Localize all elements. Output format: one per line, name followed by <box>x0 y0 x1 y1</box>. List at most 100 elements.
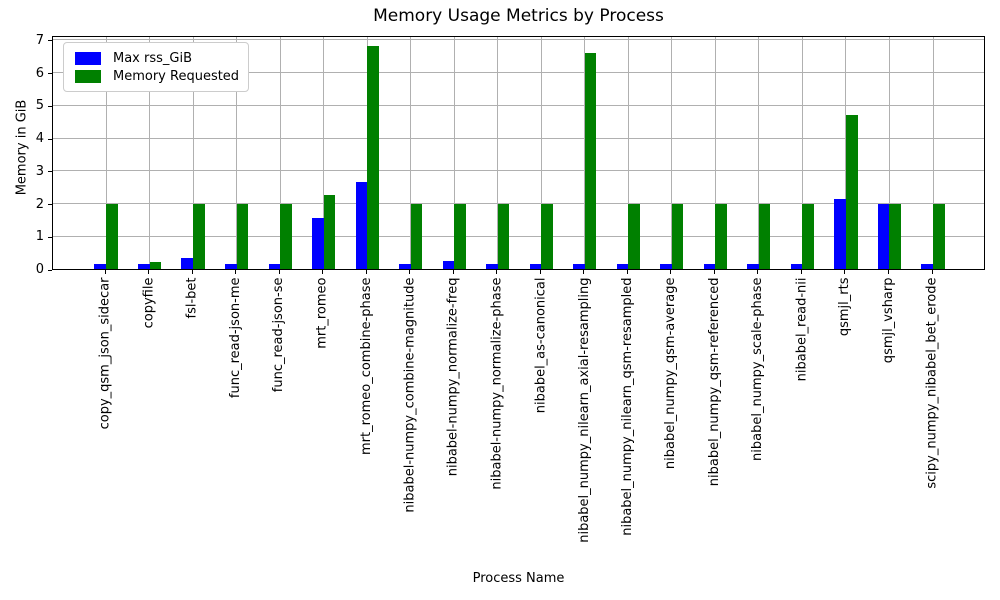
v-gridline <box>801 37 803 269</box>
bar-max-rss <box>616 264 629 269</box>
legend: Max rss_GiB Memory Requested <box>63 42 249 92</box>
x-tick <box>844 270 846 274</box>
x-tick-label: nibabel_read-nii <box>793 277 809 381</box>
y-tick-label: 3 <box>35 163 44 179</box>
y-tick-label: 1 <box>35 229 44 245</box>
bar-memory-requested <box>845 114 858 269</box>
legend-entry-max-rss: Max rss_GiB <box>75 50 237 66</box>
y-tick <box>48 204 52 206</box>
chart-title: Memory Usage Metrics by Process <box>373 6 664 26</box>
h-gridline <box>53 104 984 106</box>
bar-max-rss <box>877 203 890 269</box>
bar-max-rss <box>94 264 106 269</box>
x-tick-label: nibabel-numpy_normalize-phase <box>489 277 505 490</box>
x-tick-label: nibabel_numpy_scale-phase <box>750 277 766 461</box>
bar-max-rss <box>834 199 846 269</box>
x-tick-label: fsl-bet <box>184 277 200 318</box>
bar-max-rss <box>921 264 933 269</box>
legend-label-memory-requested: Memory Requested <box>113 68 240 84</box>
y-tick-label: 4 <box>35 131 44 147</box>
y-tick-label: 0 <box>35 262 44 277</box>
bar-max-rss <box>486 264 498 269</box>
x-tick <box>626 270 628 274</box>
v-gridline <box>714 37 716 269</box>
x-tick <box>496 270 498 274</box>
x-tick <box>583 270 585 274</box>
y-tick-label: 6 <box>35 65 44 81</box>
x-tick-label: mrt_romeo_combine-phase <box>358 277 374 455</box>
bar-memory-requested <box>280 203 292 269</box>
x-tick-label: copy_qsm_json_sidecar <box>97 277 113 429</box>
x-tick-label: nibabel-numpy_normalize-freq <box>445 277 461 476</box>
bar-max-rss <box>529 264 542 269</box>
bar-memory-requested <box>410 203 423 269</box>
legend-entry-memory-requested: Memory Requested <box>75 68 240 84</box>
x-tick <box>278 270 280 274</box>
v-gridline <box>627 37 629 269</box>
x-tick-label: qsmjl_vsharp <box>880 277 896 363</box>
y-tick <box>48 138 52 140</box>
h-gridline <box>53 39 984 41</box>
y-tick <box>48 40 52 42</box>
x-axis-label: Process Name <box>472 571 565 586</box>
v-gridline <box>540 37 542 269</box>
bar-memory-requested <box>193 203 205 269</box>
x-tick <box>322 270 324 274</box>
bar-memory-requested <box>802 203 814 269</box>
y-tick <box>48 105 52 107</box>
v-gridline <box>497 37 499 269</box>
bar-max-rss <box>660 264 672 269</box>
x-tick <box>887 270 889 274</box>
v-gridline <box>671 37 673 269</box>
y-tick <box>48 269 52 271</box>
v-gridline <box>192 37 194 269</box>
bar-memory-requested <box>367 46 379 269</box>
bar-memory-requested <box>584 53 597 269</box>
plot-area: Max rss_GiB Memory Requested <box>52 36 985 270</box>
v-gridline <box>758 37 760 269</box>
v-gridline <box>236 37 238 269</box>
bar-memory-requested <box>715 203 727 269</box>
x-tick-label: nibabel-numpy_combine-magnitude <box>402 277 418 513</box>
bar-max-rss <box>312 217 324 269</box>
v-gridline <box>105 37 107 269</box>
h-gridline <box>53 235 984 237</box>
x-tick-label: nibabel_as-canonical <box>532 277 548 413</box>
x-tick <box>365 270 367 274</box>
h-gridline <box>53 170 984 172</box>
bar-max-rss <box>137 264 150 269</box>
bar-memory-requested <box>541 203 553 269</box>
v-gridline <box>453 37 455 269</box>
bar-memory-requested <box>497 203 510 269</box>
legend-swatch-memory-requested-icon <box>75 69 101 83</box>
x-tick <box>713 270 715 274</box>
x-tick <box>104 270 106 274</box>
legend-swatch-max-rss-icon <box>75 51 101 65</box>
bar-memory-requested <box>889 203 902 269</box>
y-tick <box>48 73 52 75</box>
bar-max-rss <box>224 264 237 269</box>
x-tick-label: nibabel_numpy_nilearn_qsm-resampled <box>619 277 635 536</box>
x-tick-label: nibabel_numpy_nilearn_axial-resampling <box>576 277 592 543</box>
x-tick-label: nibabel_numpy_qsm-average <box>663 277 679 469</box>
y-tick-label: 5 <box>35 98 44 114</box>
x-tick-label: func_read-json-se <box>271 277 287 392</box>
legend-label-max-rss: Max rss_GiB <box>113 50 193 66</box>
bar-max-rss <box>181 258 194 269</box>
h-gridline <box>53 203 984 205</box>
h-gridline <box>53 137 984 139</box>
y-tick <box>48 236 52 238</box>
x-tick <box>409 270 411 274</box>
bar-max-rss <box>747 264 759 269</box>
y-tick <box>48 171 52 173</box>
bar-memory-requested <box>106 203 118 269</box>
bar-memory-requested <box>671 203 684 269</box>
bar-memory-requested <box>454 203 466 269</box>
h-gridline <box>53 72 984 74</box>
x-tick-label: func_read-json-me <box>228 277 244 398</box>
x-tick-label: mrt_romeo <box>315 277 331 349</box>
v-gridline <box>410 37 412 269</box>
x-tick <box>931 270 933 274</box>
x-tick <box>670 270 672 274</box>
